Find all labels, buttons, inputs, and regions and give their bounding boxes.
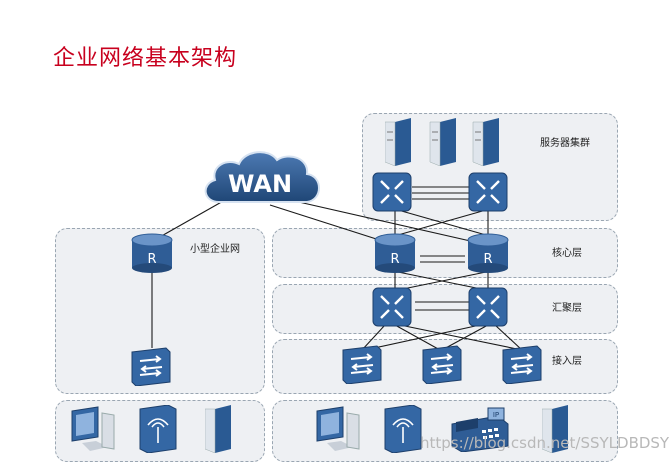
zone-aggregation-layer [272,284,618,334]
server-switch-right-icon [468,172,508,212]
label-small-enterprise: 小型企业网 [190,244,240,255]
wireless-access-point-icon [139,405,177,453]
svg-text:R: R [483,252,492,267]
server-icon-enterprise [542,405,568,453]
aggregation-switch-left-icon [372,287,412,327]
ip-phone-icon: IP [451,407,509,452]
core-router-left-icon: R [374,233,416,273]
watermark-url: https://blog.csdn.net/SSYLDBDSY [420,434,670,452]
server-icon [472,118,499,166]
pc-icon [316,406,360,451]
server-switch-left-icon [372,172,412,212]
pc-icon [71,406,115,451]
wan-label: WAN [228,170,292,198]
zone-core-layer [272,228,618,278]
svg-text:IP: IP [493,411,499,419]
link-wan-small-router [157,199,226,239]
core-router-right-icon: R [467,233,509,273]
wireless-access-point-icon [384,405,422,453]
server-icon [385,118,411,166]
label-access-layer: 接入层 [552,356,582,367]
wan-cloud-icon: WAN [204,151,320,203]
access-switch-3-icon [502,345,542,384]
page-title: 企业网络基本架构 [53,46,238,71]
small-enterprise-router-icon: R [131,233,173,273]
server-icon-small-enterprise [205,405,231,453]
label-aggregation-layer: 汇聚层 [552,303,582,314]
small-enterprise-access-switch-icon [131,347,171,386]
server-cluster-icons [385,118,499,166]
access-switch-2-icon [422,345,462,384]
svg-text:R: R [390,252,399,267]
server-icon [429,118,456,166]
access-switch-1-icon [342,345,382,384]
label-server-cluster: 服务器集群 [540,138,590,149]
svg-text:R: R [147,252,156,267]
aggregation-switch-right-icon [468,287,508,327]
label-core-layer: 核心层 [552,248,582,259]
